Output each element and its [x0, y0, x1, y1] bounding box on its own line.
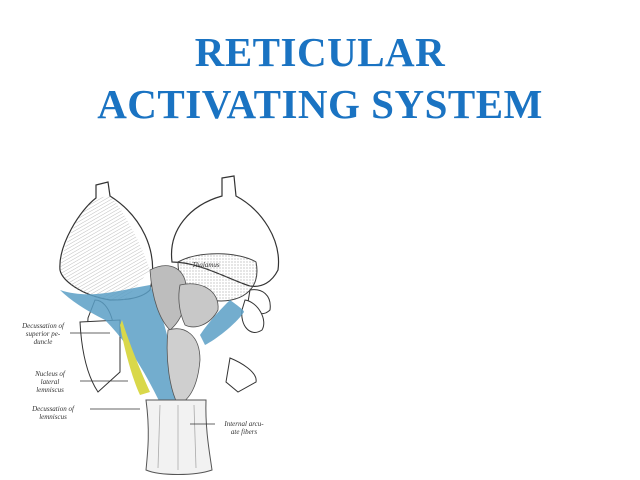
title-line-1: RETICULAR [194, 29, 446, 75]
label-decussation-superior-peduncle: Decussation of superior pe- duncle [22, 322, 64, 346]
slide-title: RETICULAR ACTIVATING SYSTEM [0, 26, 640, 130]
title-line-2: ACTIVATING SYSTEM [97, 81, 543, 127]
label-nucleus-lateral-lemniscus: Nucleus of lateral lemniscus [35, 370, 65, 394]
label-decussation-lemniscus: Decussation of lemniscus [32, 405, 74, 421]
brainstem-illustration: Thalamus Decussation of superior pe- dun… [0, 170, 330, 480]
brainstem-drawing [59, 175, 280, 475]
label-internal-arcuate-fibers: Internal arcu- ate fibers [224, 420, 264, 436]
label-thalamus: Thalamus [192, 261, 220, 269]
